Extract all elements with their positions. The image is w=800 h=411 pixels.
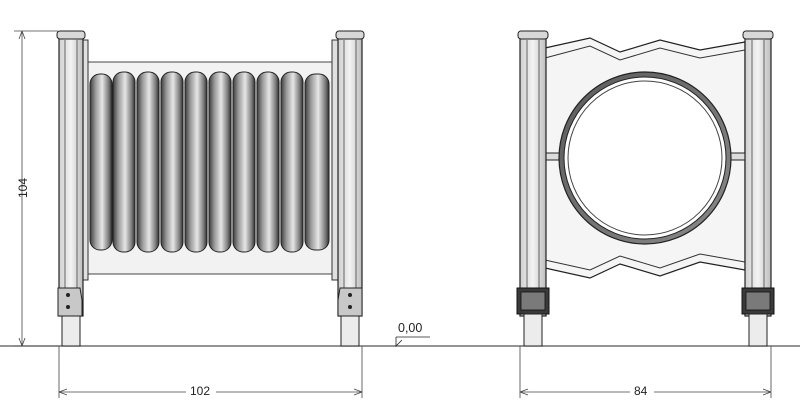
side-left-post (516, 30, 550, 347)
height-dimension-label: 104 (16, 177, 30, 199)
corrugated-tunnel (89, 71, 330, 253)
depth-dimension-label: 84 (634, 384, 648, 398)
front-view (56, 30, 365, 347)
tunnel-opening (558, 71, 732, 245)
front-left-post (56, 30, 86, 347)
width-dimension-label: 102 (190, 384, 211, 398)
side-right-post (741, 30, 775, 347)
dimension-lines (14, 30, 772, 398)
front-right-post (335, 30, 365, 347)
ground-level-label: 0,00 (398, 321, 423, 335)
side-view (516, 30, 775, 347)
